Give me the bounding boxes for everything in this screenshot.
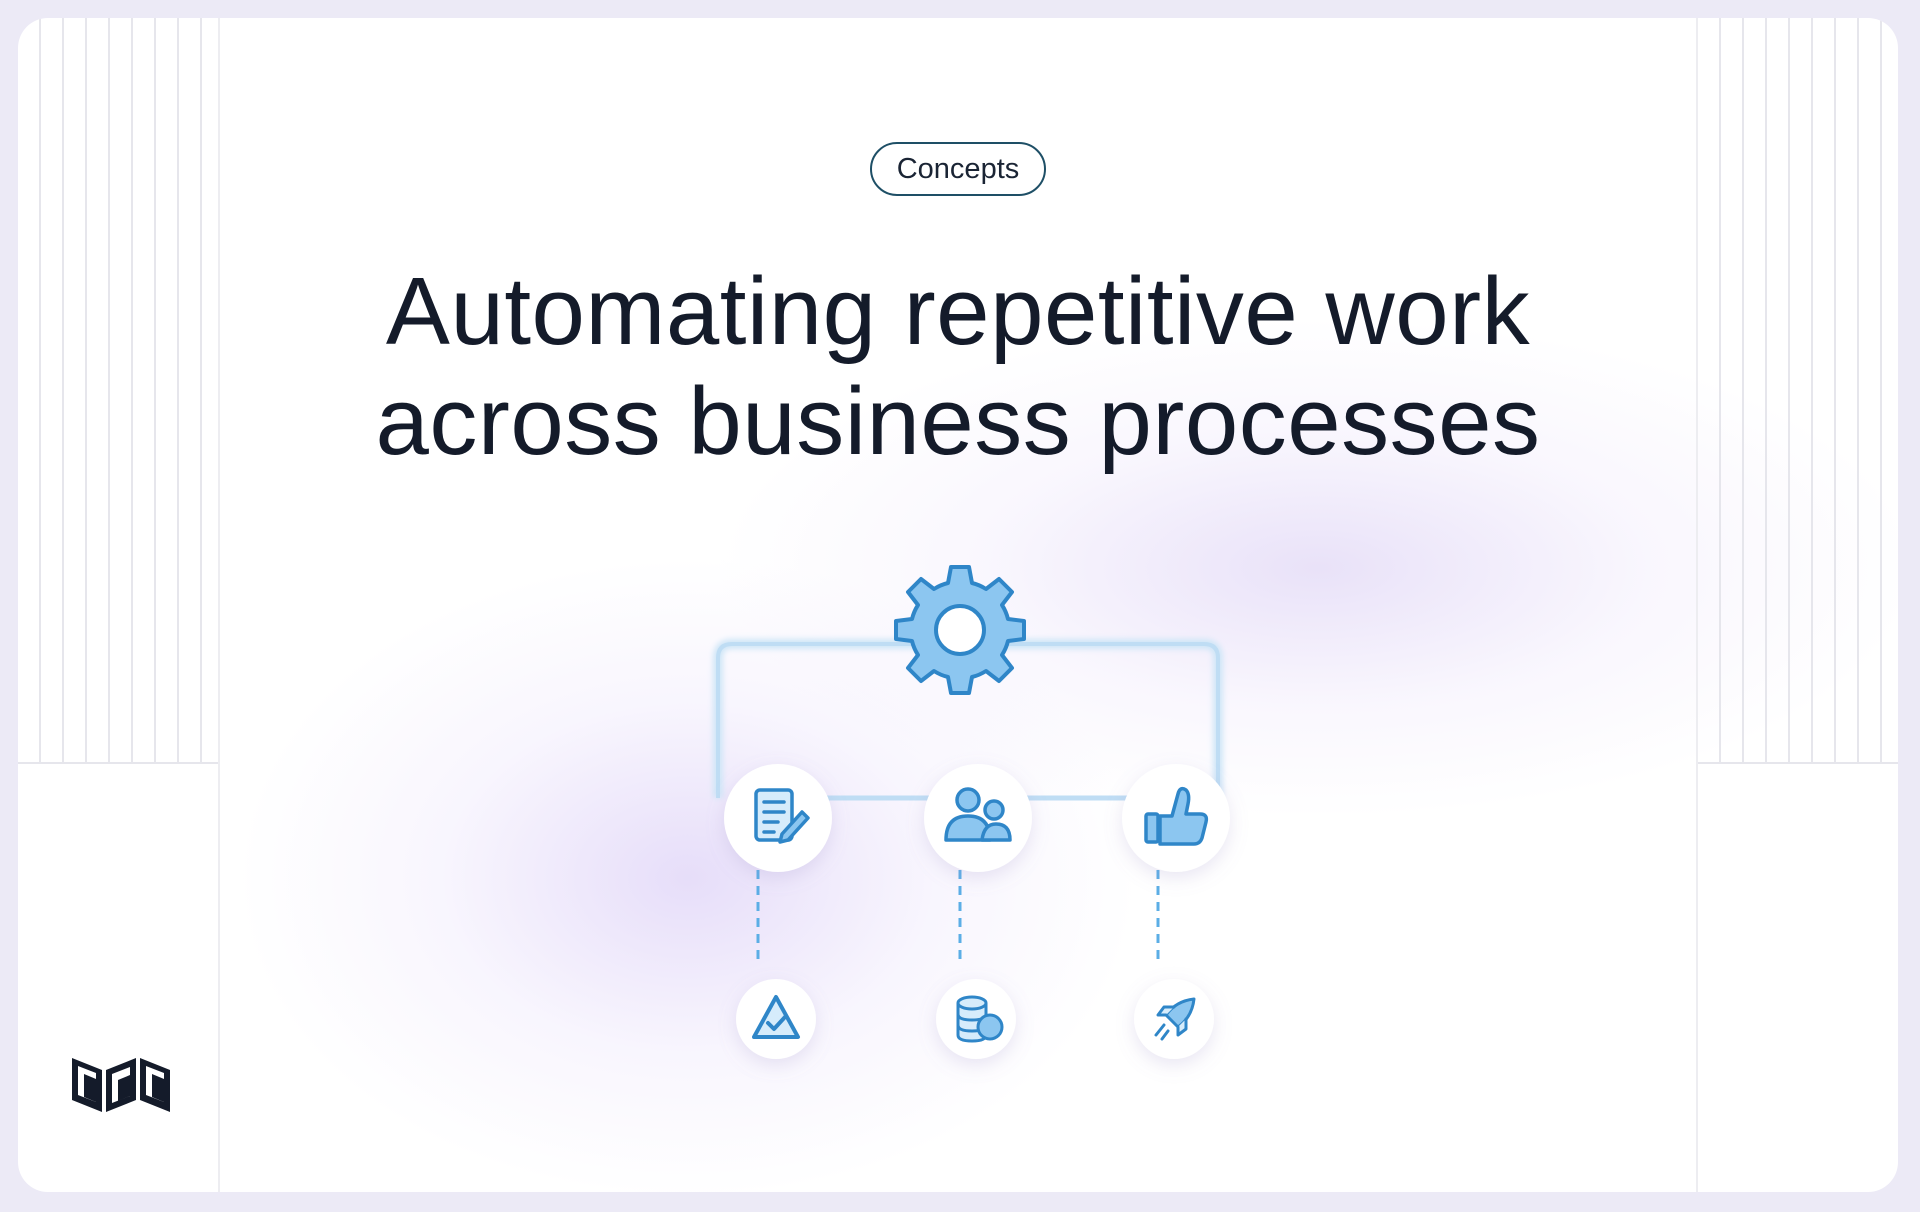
headline-line-1: Automating repetitive work (385, 258, 1531, 365)
dashed-connectors (756, 854, 1160, 960)
warning-check-icon (752, 995, 800, 1039)
divider-right (1698, 762, 1898, 764)
decorative-stripes-right (1698, 18, 1898, 762)
brand-logo (72, 1058, 170, 1112)
category-badge: Concepts (870, 142, 1046, 196)
node-check (736, 979, 816, 1059)
node-document (724, 764, 832, 872)
node-launch (1134, 979, 1214, 1059)
document-edit-icon (754, 788, 810, 844)
card-frame: Concepts Automating repetitive work acro… (18, 18, 1898, 1192)
border-line-right (1696, 18, 1698, 1192)
border-line-left (218, 18, 220, 1192)
node-users (924, 764, 1032, 872)
gear-icon (894, 565, 1026, 695)
thumbs-up-icon (1144, 786, 1209, 846)
decorative-stripes-left (18, 18, 218, 762)
headline-line-2: across business processes (375, 368, 1541, 475)
node-database (936, 979, 1016, 1059)
process-diagram (713, 565, 1230, 1059)
rocket-icon (1154, 997, 1196, 1041)
database-icon (956, 995, 1004, 1043)
divider-left (18, 762, 218, 764)
node-approval (1122, 764, 1230, 872)
users-icon (944, 787, 1012, 842)
